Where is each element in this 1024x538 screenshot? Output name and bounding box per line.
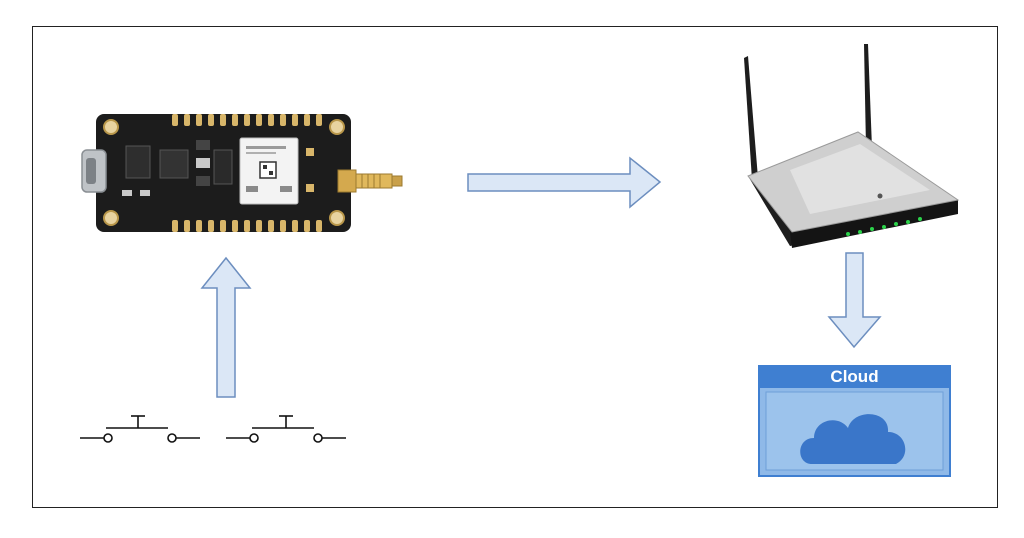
push-button-switch-icon-2 [226, 415, 346, 443]
cloud-title: Cloud [830, 367, 879, 386]
arrow-up [200, 256, 252, 398]
microcontroller-board-icon [81, 114, 403, 232]
push-button-switch-icon [80, 415, 200, 443]
arrow-right [467, 156, 662, 209]
cloud-icon [800, 414, 906, 464]
arrow-down [827, 252, 882, 349]
wifi-router-icon [744, 44, 960, 248]
cloud-panel [758, 365, 951, 477]
